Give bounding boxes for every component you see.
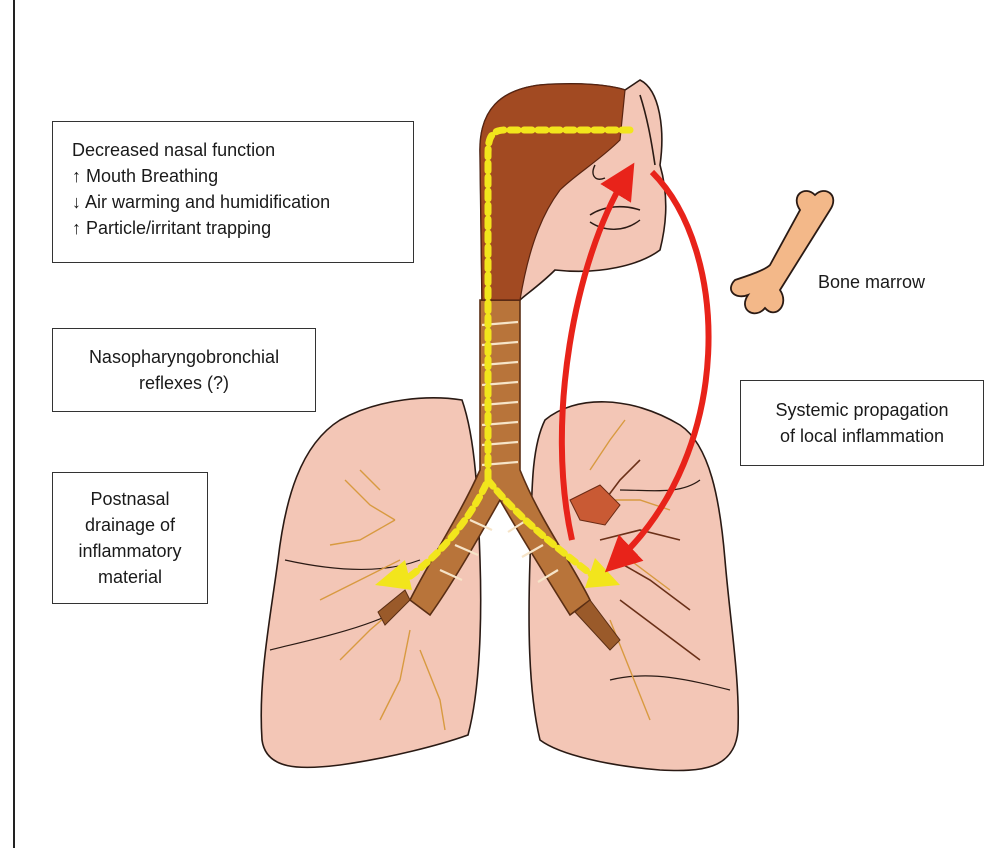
nasal-line-3: ↓ Air warming and humidification bbox=[72, 189, 413, 215]
postnasal-line-2: drainage of bbox=[53, 512, 207, 538]
reflexes-line-2: reflexes (?) bbox=[53, 370, 315, 396]
postnasal-line-3: inflammatory bbox=[53, 538, 207, 564]
nasal-line-4: ↑ Particle/irritant trapping bbox=[72, 215, 413, 241]
reflexes-box: Nasopharyngobronchial reflexes (?) bbox=[52, 328, 316, 412]
systemic-line-1: Systemic propagation bbox=[741, 397, 983, 423]
postnasal-line-4: material bbox=[53, 564, 207, 590]
systemic-box: Systemic propagation of local inflammati… bbox=[740, 380, 984, 466]
bone-icon bbox=[731, 191, 833, 313]
postnasal-box: Postnasal drainage of inflammatory mater… bbox=[52, 472, 208, 604]
nasal-function-box: Decreased nasal function ↑ Mouth Breathi… bbox=[52, 121, 414, 263]
nasal-line-1: Decreased nasal function bbox=[72, 137, 413, 163]
reflexes-line-1: Nasopharyngobronchial bbox=[53, 344, 315, 370]
postnasal-line-1: Postnasal bbox=[53, 486, 207, 512]
nasal-line-2: ↑ Mouth Breathing bbox=[72, 163, 413, 189]
systemic-line-2: of local inflammation bbox=[741, 423, 983, 449]
head-cross-section bbox=[480, 80, 666, 300]
bone-marrow-label: Bone marrow bbox=[818, 272, 925, 293]
